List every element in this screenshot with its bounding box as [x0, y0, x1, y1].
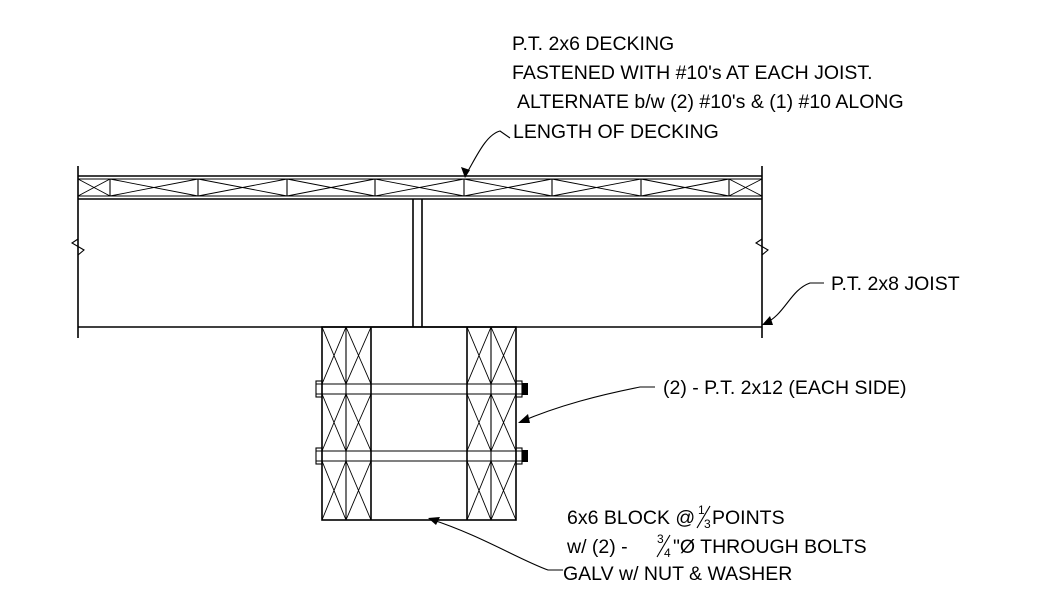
fraction-three-quarters-num: 3 — [657, 532, 664, 546]
decking-label-line-3: ALTERNATE b/w (2) #10's & (1) #10 ALONG — [517, 91, 904, 113]
board-hatch — [345, 393, 372, 452]
decking-hatch — [374, 178, 465, 197]
board-hatch — [321, 460, 347, 521]
board-hatch — [466, 326, 492, 385]
leader-block — [428, 517, 563, 571]
block-label-line-2-end: "Ø THROUGH BOLTS — [673, 536, 867, 558]
fraction-three-quarters: 3 4 — [656, 532, 671, 560]
decking-hatch — [640, 178, 730, 197]
board-hatch — [490, 393, 517, 452]
block-label-line-2: w/ (2) - — [566, 536, 628, 558]
block-assembly — [315, 326, 528, 521]
board-hatch — [345, 460, 372, 521]
decking-label-line-1: P.T. 2x6 DECKING — [512, 33, 674, 55]
decking-hatch — [77, 178, 111, 197]
fraction-one-third-num: 1 — [698, 503, 705, 517]
block-label-line-1-start: 6x6 BLOCK @ — [567, 507, 695, 529]
board-hatch — [466, 460, 492, 521]
break-line-right — [754, 238, 769, 256]
leader-decking — [461, 130, 511, 178]
side-boards-label: (2) - P.T. 2x12 (EACH SIDE) — [663, 377, 906, 399]
block-label-line-3: GALV w/ NUT & WASHER — [563, 563, 792, 585]
through-bolt-upper — [315, 380, 528, 398]
decking-hatch — [728, 178, 763, 197]
decking-hatch — [463, 178, 553, 197]
block-label-line-1-end: POINTS — [712, 507, 785, 529]
decking-boards — [77, 175, 763, 200]
decking-hatch — [286, 178, 376, 197]
board-hatch — [345, 326, 372, 385]
decking-label-line-4: LENGTH OF DECKING — [513, 121, 719, 143]
joist-label: P.T. 2x8 JOIST — [831, 273, 960, 295]
fraction-one-third: 1 3 — [696, 503, 711, 531]
through-bolt-lower — [315, 447, 528, 465]
leader-side-boards — [518, 386, 655, 423]
board-hatch — [321, 393, 347, 452]
decking-hatch — [197, 178, 288, 197]
break-line-left — [70, 238, 85, 256]
board-hatch — [490, 460, 517, 521]
board-hatch — [321, 326, 347, 385]
board-hatch — [466, 393, 492, 452]
decking-hatch — [109, 178, 199, 197]
leader-joist — [762, 282, 824, 325]
fraction-one-third-den: 3 — [704, 517, 711, 531]
decking-label-line-2: FASTENED WITH #10's AT EACH JOIST. — [512, 62, 873, 84]
board-hatch — [490, 326, 517, 385]
fraction-three-quarters-den: 4 — [664, 546, 671, 560]
decking-hatch — [551, 178, 642, 197]
block-label-line-1: 6x6 BLOCK @ — [567, 507, 695, 529]
